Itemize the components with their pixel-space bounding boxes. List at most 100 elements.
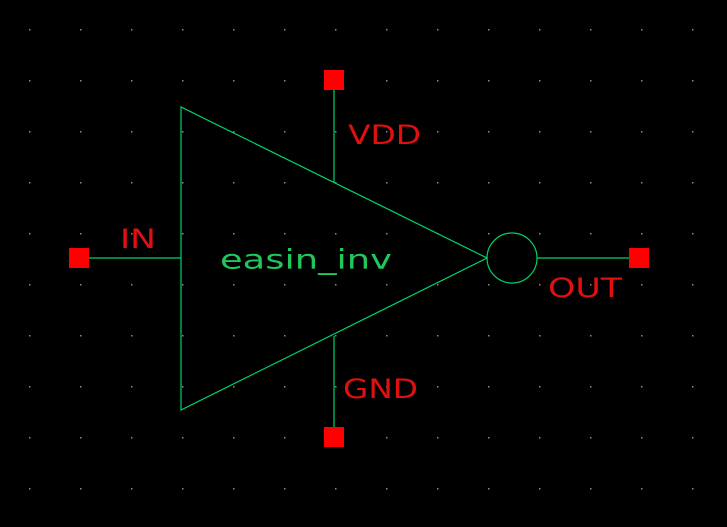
grid-dot (437, 29, 439, 31)
grid-dot (590, 284, 592, 286)
grid-dot (80, 233, 82, 235)
in-pin-label: IN (120, 224, 156, 255)
grid-dot (335, 488, 337, 490)
grid-dot (386, 131, 388, 133)
grid-dot (284, 29, 286, 31)
grid-dot (29, 29, 31, 31)
grid-dot (488, 182, 490, 184)
grid-dot (641, 29, 643, 31)
grid-dot (182, 488, 184, 490)
grid-dot (590, 335, 592, 337)
out-pin[interactable] (629, 248, 649, 268)
vdd-pin-label: VDD (348, 120, 421, 151)
grid-dot (29, 386, 31, 388)
grid-dot (641, 182, 643, 184)
grid-dot (284, 80, 286, 82)
grid-dot (284, 131, 286, 133)
grid-dot (131, 80, 133, 82)
grid-dot (386, 80, 388, 82)
grid-dot (539, 233, 541, 235)
grid-dot (80, 284, 82, 286)
grid-dot (335, 335, 337, 337)
out-pin-label: OUT (548, 273, 623, 304)
grid-dot (80, 335, 82, 337)
grid-dot (284, 386, 286, 388)
grid-dot (488, 233, 490, 235)
grid-dot (488, 29, 490, 31)
grid-dot (488, 335, 490, 337)
grid-dot (182, 80, 184, 82)
grid-dot (692, 233, 694, 235)
grid-dot (233, 335, 235, 337)
grid-dot (131, 182, 133, 184)
grid-dot (539, 131, 541, 133)
grid-dot (692, 335, 694, 337)
grid-dot (233, 437, 235, 439)
pin-labels: IN VDD OUT GND (120, 120, 623, 405)
gnd-pin-label: GND (343, 374, 418, 405)
grid-dot (437, 182, 439, 184)
grid-dot (182, 284, 184, 286)
grid-dot (437, 284, 439, 286)
grid-dot (437, 488, 439, 490)
grid-dot (233, 386, 235, 388)
grid-dot (590, 80, 592, 82)
grid-dot (692, 284, 694, 286)
grid-dot (386, 335, 388, 337)
grid-dot (539, 437, 541, 439)
grid-dot (335, 386, 337, 388)
in-pin[interactable] (69, 248, 89, 268)
grid-dot (80, 29, 82, 31)
grid-dot (233, 488, 235, 490)
grid-dot (131, 335, 133, 337)
grid-dot (29, 182, 31, 184)
grid-dot (386, 284, 388, 286)
grid-dot (335, 284, 337, 286)
grid-dot (590, 182, 592, 184)
grid-dot (641, 284, 643, 286)
grid-dot (386, 233, 388, 235)
grid-dot (131, 29, 133, 31)
grid-dot (131, 131, 133, 133)
grid-dot (80, 437, 82, 439)
grid-dot (488, 386, 490, 388)
grid-dot (437, 335, 439, 337)
grid-dot (539, 386, 541, 388)
grid-dot (692, 131, 694, 133)
grid-dot (182, 386, 184, 388)
grid-dot (335, 29, 337, 31)
grid-dot (335, 233, 337, 235)
grid-dot (131, 437, 133, 439)
grid-dot (641, 233, 643, 235)
grid-dot (182, 233, 184, 235)
grid-dot (590, 29, 592, 31)
grid-dot (182, 335, 184, 337)
grid-dot (488, 437, 490, 439)
grid-dot (641, 437, 643, 439)
grid-dot (386, 437, 388, 439)
grid-dot (80, 80, 82, 82)
grid-dot (182, 29, 184, 31)
grid-dot (284, 437, 286, 439)
grid-dot (29, 284, 31, 286)
inverter-symbol[interactable]: easin_inv (79, 80, 639, 437)
grid-dot (590, 437, 592, 439)
gnd-pin[interactable] (324, 427, 344, 447)
grid-dot (641, 335, 643, 337)
grid-dot (386, 386, 388, 388)
vdd-pin[interactable] (324, 70, 344, 90)
grid-dot (641, 131, 643, 133)
grid-dot (539, 488, 541, 490)
grid-dot (488, 488, 490, 490)
grid-dot (284, 335, 286, 337)
grid-dot (284, 488, 286, 490)
grid-dot (284, 182, 286, 184)
grid-dot (437, 437, 439, 439)
grid-dot (386, 29, 388, 31)
grid-dot (539, 29, 541, 31)
grid-dot (80, 182, 82, 184)
grid-dot (131, 284, 133, 286)
grid-dot (131, 386, 133, 388)
